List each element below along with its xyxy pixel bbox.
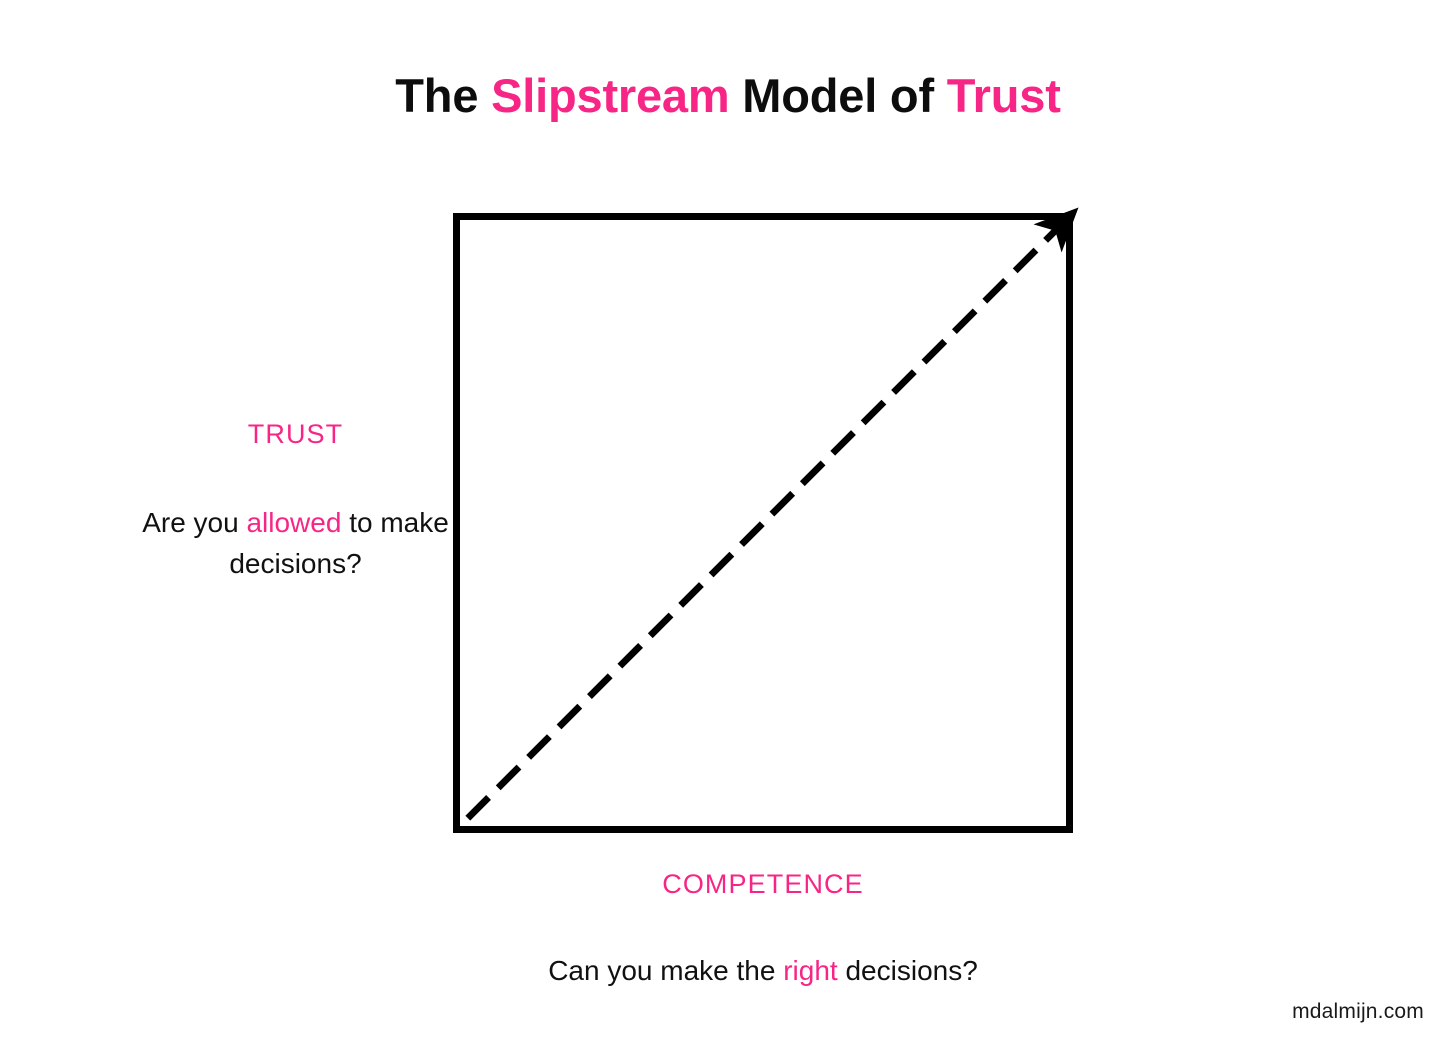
title-segment-model-of: Model of [729,69,947,122]
y-axis-question-part-2: to make decisions? [229,506,449,579]
x-axis-question-part-1: Can you make the [548,954,784,986]
y-axis-question-part-1: Are you [142,506,247,538]
y-axis-title: TRUST [247,419,344,449]
chart-plot-area-frame [453,207,1079,833]
page-title: The Slipstream Model of Trust [0,72,1456,119]
title-segment-the: The [395,69,492,122]
title-segment-trust: Trust [946,69,1061,122]
x-axis-question-highlight: right [783,954,838,986]
y-axis-question: Are you allowed to make decisions? [118,502,473,584]
y-axis-question-highlight: allowed [246,506,342,538]
trend-arrow-svg [465,207,1079,821]
title-segment-slipstream: Slipstream [491,69,730,122]
y-axis-label-group: TRUST Are you allowed to make decisions? [118,419,473,584]
x-axis-title: COMPETENCE [662,869,864,899]
x-axis-label-group: COMPETENCE Can you make the right decisi… [453,869,1073,990]
diagonal-trend-arrow [465,207,1079,821]
x-axis-question: Can you make the right decisions? [453,952,1073,990]
x-axis-question-part-2: decisions? [837,954,978,986]
site-watermark: mdalmijn.com [1292,1000,1424,1023]
